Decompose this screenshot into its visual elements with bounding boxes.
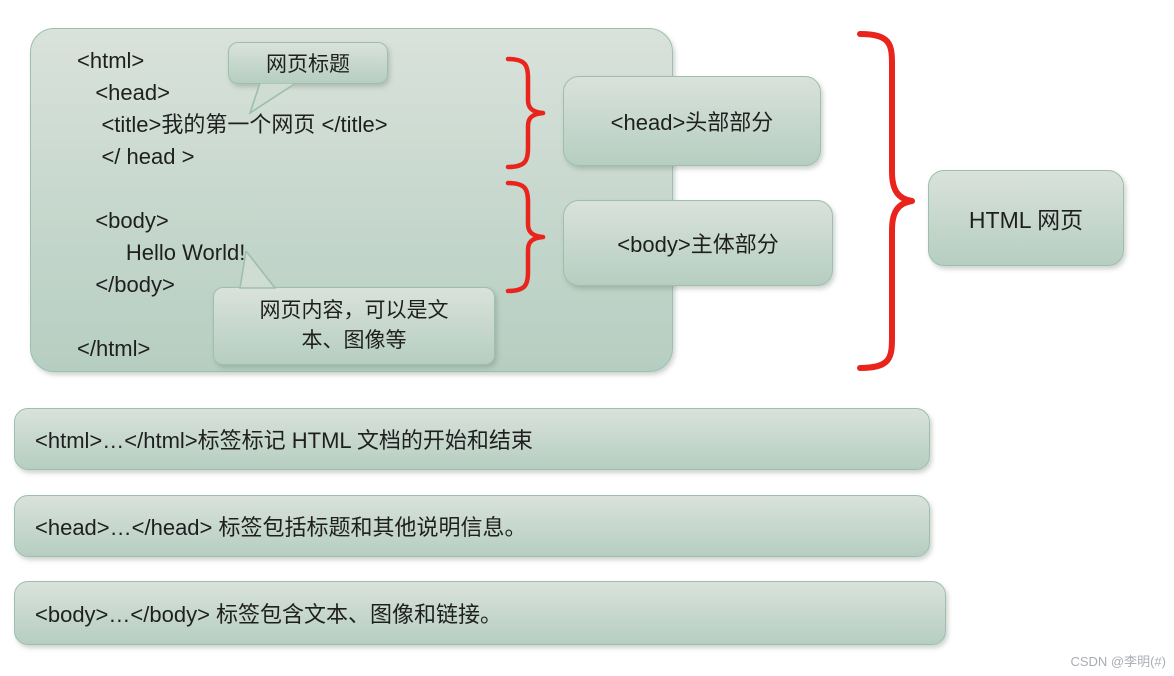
html-page-label: HTML 网页 (968, 207, 1084, 233)
html-page-brace-icon (857, 31, 915, 371)
note-body-tag-text: <body>…</body> 标签包含文本、图像和链接。 (35, 602, 503, 627)
body-section-brace-icon (505, 180, 546, 294)
head-section-brace-icon (505, 56, 546, 170)
code-line: <head> (77, 80, 170, 105)
note-html-tag-text: <html>…</html>标签标记 HTML 文档的开始和结束 (35, 428, 533, 453)
code-line: </body> (77, 272, 175, 297)
note-html-tag: <html>…</html>标签标记 HTML 文档的开始和结束 (14, 408, 930, 470)
head-section-label: <head>头部部分 (610, 110, 774, 135)
head-section-label-box: <head>头部部分 (563, 76, 821, 166)
note-body-tag: <body>…</body> 标签包含文本、图像和链接。 (14, 581, 946, 645)
watermark: CSDN @李明(#) (1070, 654, 1166, 669)
note-head-tag: <head>…</head> 标签包括标题和其他说明信息。 (14, 495, 930, 557)
code-line: </html> (77, 336, 151, 361)
page-title-callout-text: 网页标题 (266, 53, 350, 76)
page-content-callout-text: 网页内容，可以是文 本、图像等 (259, 299, 449, 352)
body-section-label: <body>主体部分 (617, 232, 779, 257)
code-line: <title>我的第一个网页 </title> (77, 112, 388, 137)
note-head-tag-text: <head>…</head> 标签包括标题和其他说明信息。 (35, 515, 527, 540)
page-title-callout: 网页标题 (228, 42, 388, 84)
code-line: <body> (77, 208, 169, 233)
html-page-label-box: HTML 网页 (928, 170, 1124, 266)
page-content-callout: 网页内容，可以是文 本、图像等 (213, 287, 495, 365)
callout-tail-icon (239, 251, 277, 289)
body-section-label-box: <body>主体部分 (563, 200, 833, 286)
callout-tail-icon (248, 83, 298, 115)
code-line: <html> (77, 48, 145, 73)
code-line: </ head > (77, 144, 195, 169)
code-line: Hello World! (77, 240, 246, 265)
